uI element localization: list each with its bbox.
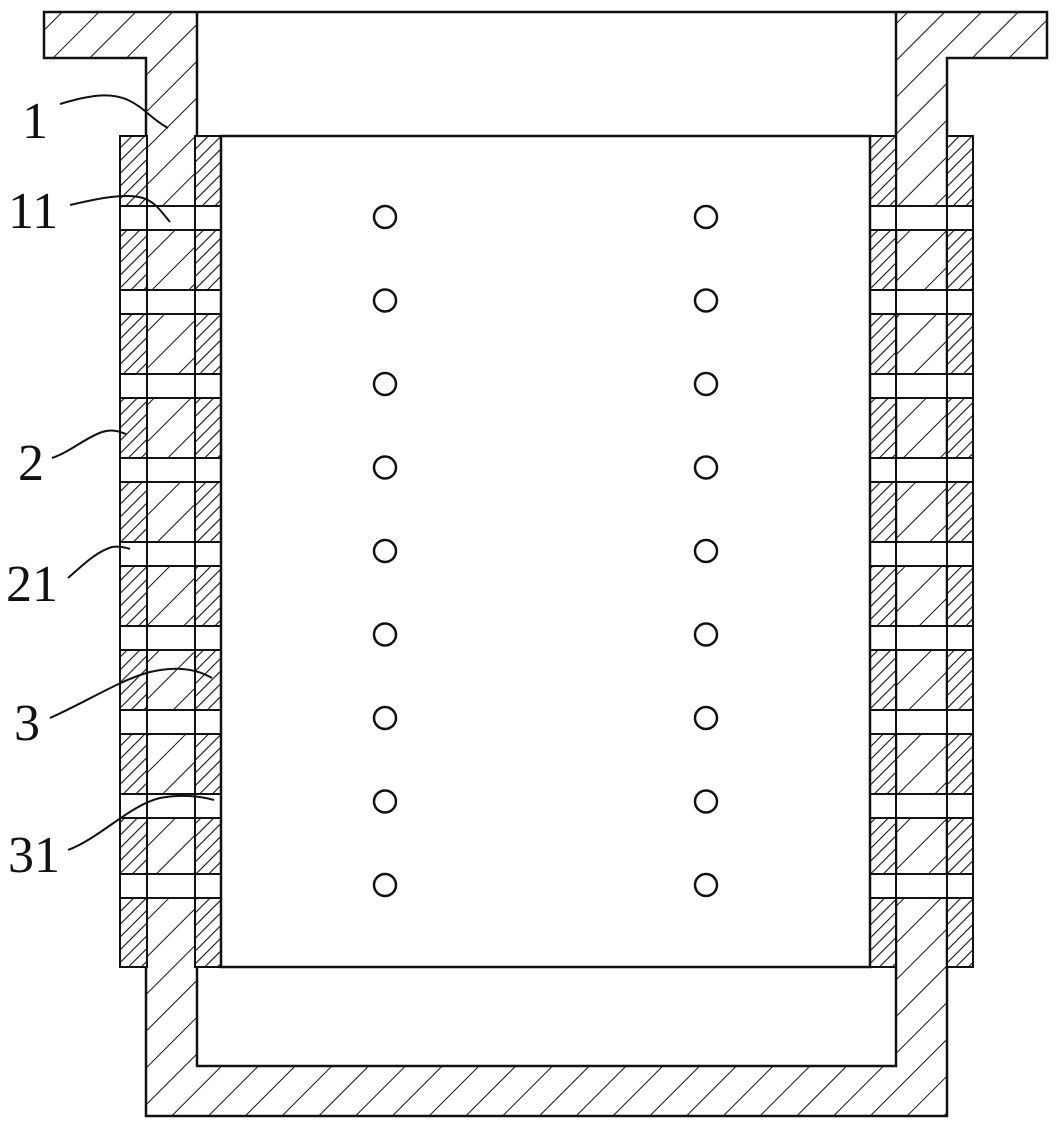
- ring-segment: [119, 481, 148, 543]
- ring-segment: [194, 817, 222, 875]
- perforation-hole: [693, 705, 719, 731]
- wall-through-holes: [119, 205, 974, 899]
- ring-segment: [869, 897, 897, 968]
- perforation-hole: [693, 371, 719, 397]
- perforation-hole: [693, 538, 719, 564]
- ring-segment: [119, 229, 148, 291]
- perforation-hole: [372, 455, 398, 480]
- through-hole-right: [869, 625, 974, 651]
- left-inner-rings: [194, 135, 222, 968]
- perforation-hole: [372, 622, 398, 647]
- perforation-hole: [693, 204, 719, 230]
- label-3: 3: [14, 695, 40, 752]
- ring-segment: [119, 817, 148, 875]
- ring-segment: [194, 313, 222, 375]
- through-hole-right: [869, 457, 974, 483]
- through-hole-left: [119, 709, 222, 735]
- ring-segment: [869, 397, 897, 459]
- ring-segment: [946, 313, 974, 375]
- perforation-holes: [372, 204, 719, 898]
- ring-segment: [119, 733, 148, 795]
- through-hole-right: [869, 373, 974, 399]
- inner-container: [219, 134, 872, 969]
- ring-segment: [119, 649, 148, 711]
- perforation-hole: [372, 204, 398, 230]
- through-hole-left: [119, 289, 222, 315]
- ring-segment: [119, 897, 148, 968]
- leader-line-31: [67, 794, 215, 851]
- label-31: 31: [8, 827, 60, 884]
- ring-segment: [946, 649, 974, 711]
- ring-segment: [946, 565, 974, 627]
- ring-segment: [194, 565, 222, 627]
- through-hole-right: [869, 289, 974, 315]
- leader-line-11: [69, 195, 171, 223]
- label-1: 1: [22, 93, 48, 150]
- through-hole-right: [869, 793, 974, 819]
- through-hole-left: [119, 625, 222, 651]
- perforation-hole: [372, 288, 398, 313]
- ring-segment: [869, 565, 897, 627]
- ring-segment: [194, 897, 222, 968]
- perforation-hole: [372, 705, 398, 731]
- ring-segment: [869, 135, 897, 207]
- ring-segment: [869, 481, 897, 543]
- ring-segment: [194, 229, 222, 291]
- ring-segment: [946, 481, 974, 543]
- through-hole-right: [869, 541, 974, 567]
- ring-segment: [946, 733, 974, 795]
- perforation-hole: [693, 622, 719, 647]
- label-11: 11: [8, 183, 58, 240]
- leader-line-21: [67, 545, 131, 579]
- perforation-hole: [693, 288, 719, 313]
- ring-segment: [946, 817, 974, 875]
- ring-segment: [869, 229, 897, 291]
- perforation-hole: [372, 538, 398, 564]
- ring-segment: [946, 897, 974, 968]
- leader-line-2: [51, 429, 127, 459]
- leader-lines: [49, 94, 215, 851]
- ring-segment: [946, 229, 974, 291]
- ring-segment: [869, 313, 897, 375]
- ring-segment: [869, 817, 897, 875]
- label-2: 2: [18, 435, 44, 492]
- label-21: 21: [6, 556, 58, 613]
- ring-segment: [946, 397, 974, 459]
- through-hole-right: [869, 873, 974, 899]
- ring-segment: [119, 313, 148, 375]
- through-hole-left: [119, 873, 222, 899]
- left-outer-rings: [119, 135, 148, 968]
- through-hole-left: [119, 205, 222, 231]
- through-hole-right: [869, 709, 974, 735]
- ring-segment: [869, 649, 897, 711]
- ring-segment: [194, 135, 222, 207]
- ring-segment: [119, 565, 148, 627]
- ring-segment: [194, 733, 222, 795]
- ring-segment: [194, 397, 222, 459]
- ring-segment: [194, 481, 222, 543]
- perforation-hole: [693, 455, 719, 480]
- leader-line-1: [59, 94, 169, 129]
- leader-line-3: [49, 667, 213, 719]
- ring-segment: [869, 733, 897, 795]
- perforation-hole: [693, 872, 719, 898]
- ring-segment: [119, 397, 148, 459]
- perforation-hole: [372, 789, 398, 814]
- through-hole-left: [119, 541, 222, 567]
- through-hole-left: [119, 373, 222, 399]
- ring-segment: [946, 135, 974, 207]
- perforation-hole: [372, 371, 398, 397]
- through-hole-left: [119, 457, 222, 483]
- through-hole-right: [869, 205, 974, 231]
- ring-segment: [194, 649, 222, 711]
- perforation-hole: [372, 872, 398, 898]
- ring-segment: [119, 135, 148, 207]
- perforation-hole: [693, 789, 719, 814]
